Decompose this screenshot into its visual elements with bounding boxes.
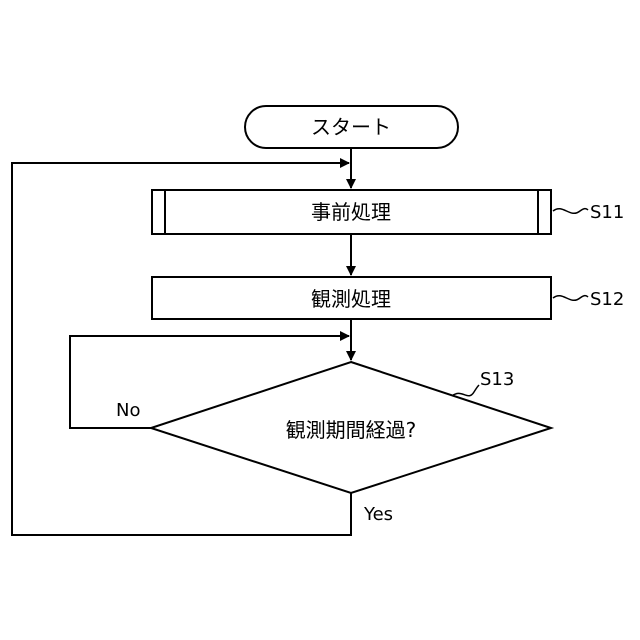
no-branch-label: No xyxy=(116,400,140,421)
s12-label: 観測処理 xyxy=(311,287,391,311)
s13-label: 観測期間経過? xyxy=(286,418,417,442)
s13-leader-line xyxy=(452,385,479,396)
s12-leader-line xyxy=(553,296,588,301)
s13-ref-label: S13 xyxy=(480,369,514,390)
s11-label: 事前処理 xyxy=(311,200,391,224)
yes-branch-label: Yes xyxy=(363,504,393,525)
start-label: スタート xyxy=(311,115,391,139)
s11-ref-label: S11 xyxy=(590,202,624,223)
s11-leader-line xyxy=(553,209,588,214)
s12-ref-label: S12 xyxy=(590,289,624,310)
